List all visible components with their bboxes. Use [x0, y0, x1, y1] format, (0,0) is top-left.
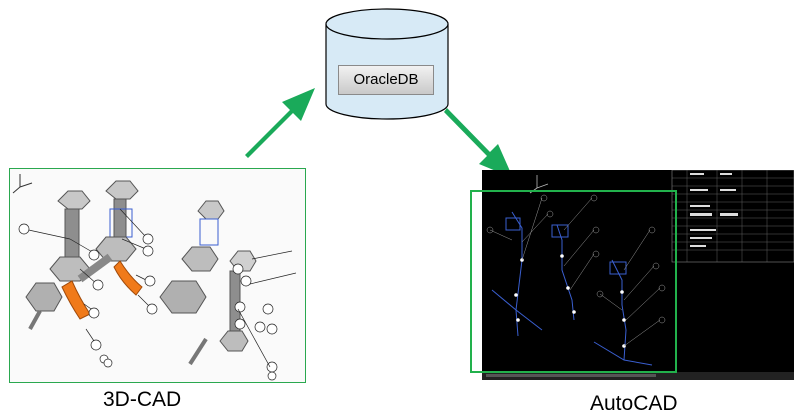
arrow-db-to-autocad: [444, 108, 513, 178]
caption-autocad: AutoCAD: [590, 392, 678, 415]
autocad-bom-table: [671, 169, 795, 263]
caption-3d-cad: 3D-CAD: [103, 388, 182, 411]
autocad-wire-2: [551, 224, 575, 321]
cad3d-drawing: [12, 174, 297, 381]
autocad-wire-3: [593, 259, 653, 366]
pipe-assembly-2: [77, 180, 143, 296]
autocad-drawing: [482, 169, 795, 380]
arrow-3dcad-to-db: [245, 88, 315, 158]
autocad-highlight-frame: [470, 190, 677, 373]
db-label: OracleDB: [338, 65, 434, 95]
pipe-assembly-1: [25, 190, 91, 330]
cad3d-panel: [9, 168, 306, 383]
autocad-screen: [482, 169, 795, 380]
